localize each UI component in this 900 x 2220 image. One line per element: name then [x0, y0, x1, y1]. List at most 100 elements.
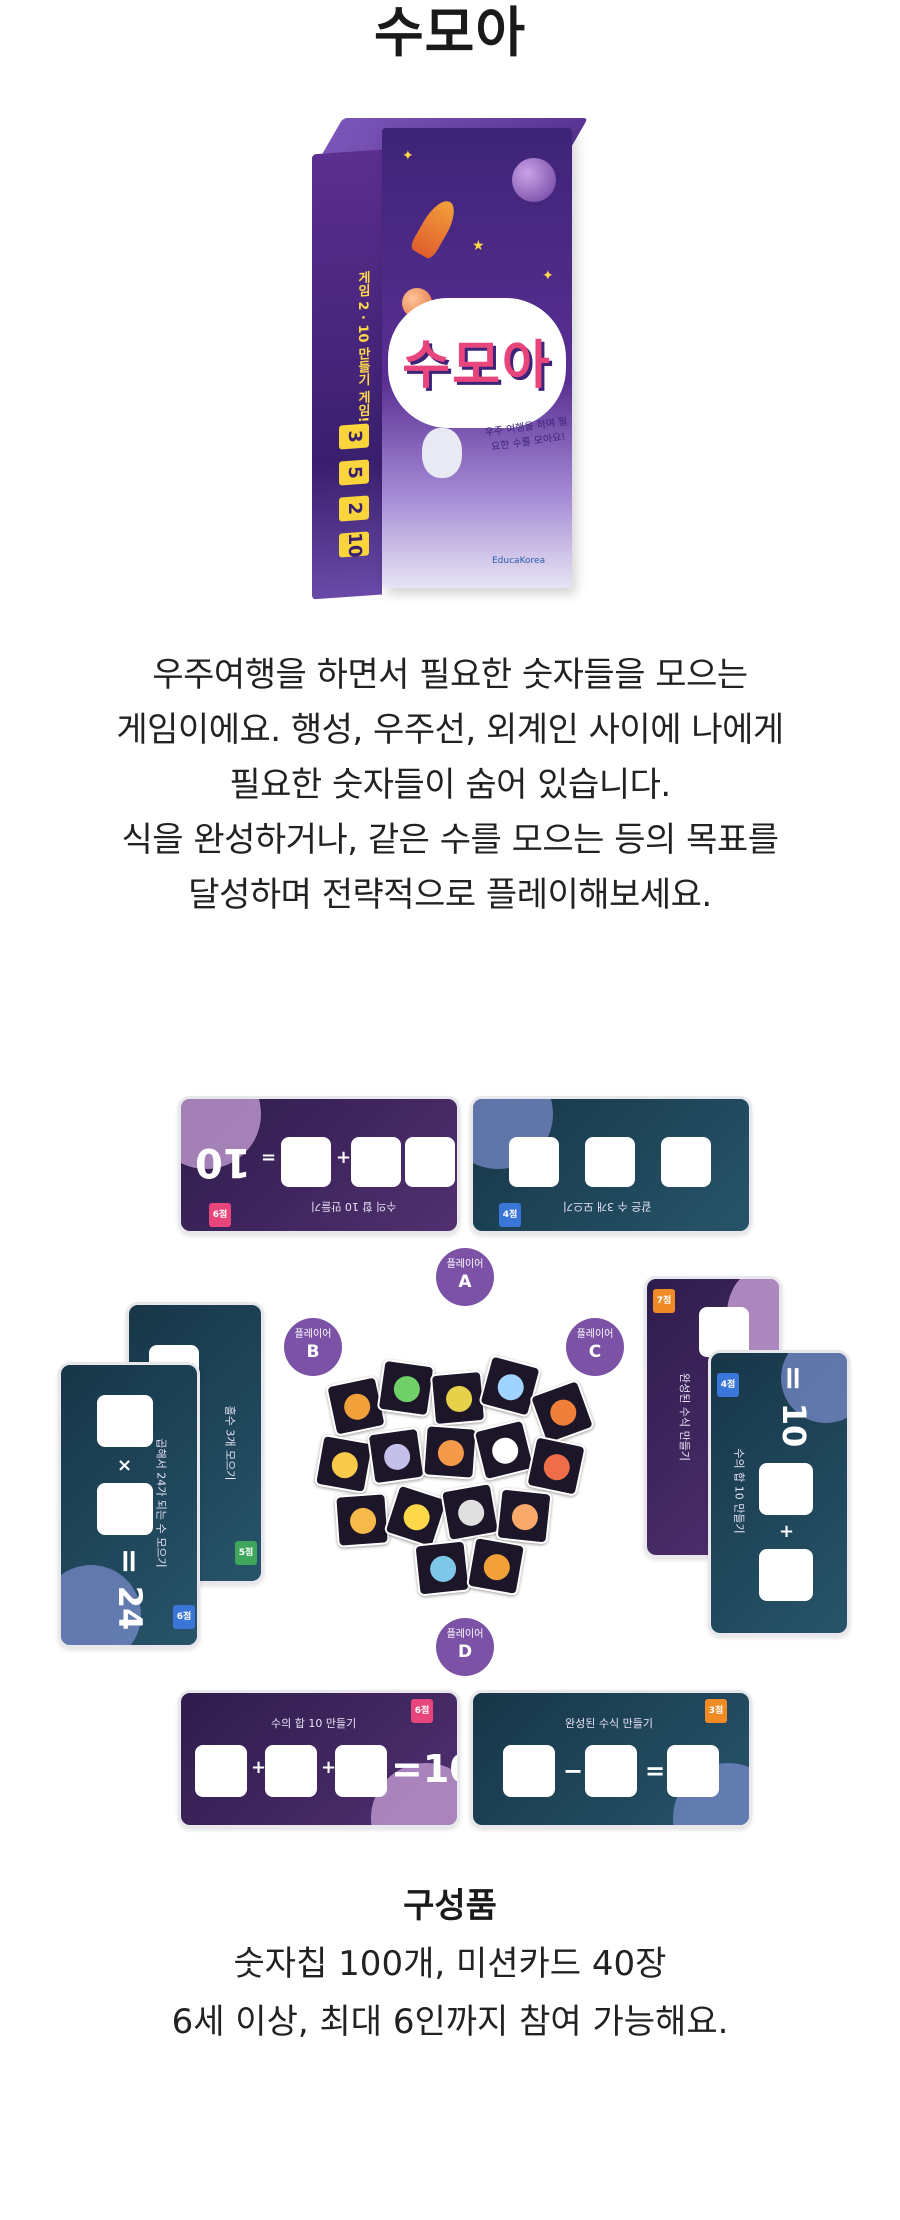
product-description: 우주여행을 하면서 필요한 숫자들을 모으는 게임이에요. 행성, 우주선, 외… [0, 648, 900, 923]
player-marker-b: 플레이어 B [284, 1318, 342, 1376]
number-chip [472, 1418, 536, 1482]
logo-cloud [388, 298, 566, 428]
number-slot [351, 1137, 401, 1187]
number-chip [495, 1487, 553, 1545]
player-letter: C [588, 1342, 602, 1362]
op-minus: − [563, 1757, 584, 1785]
box-side-face: 게임 2 · 10 만들기 게임! 3 5 2 10 [312, 149, 382, 600]
score-badge: 6점 [209, 1203, 231, 1227]
components-line: 6세 이상, 최대 6인까지 참여 가능해요. [171, 2002, 729, 2042]
player-letter: D [457, 1642, 473, 1662]
description-line: 식을 완성하거나, 같은 수를 모으는 등의 목표를 [121, 820, 779, 860]
card-caption: 완성된 수식 만들기 [677, 1373, 691, 1461]
player-label: 플레이어 [446, 1259, 484, 1270]
player-marker-a: 플레이어 A [436, 1248, 494, 1306]
star-icon: ★ [472, 238, 485, 254]
op-plus: + [779, 1521, 795, 1542]
number-chip [383, 1483, 449, 1549]
player-letter: B [306, 1342, 320, 1362]
number-chip [334, 1492, 390, 1548]
card-caption: 수의 합 10 만들기 [271, 1717, 357, 1730]
number-slot [97, 1483, 153, 1535]
number-slot [661, 1137, 711, 1187]
number-chip [439, 1481, 501, 1543]
card-caption: 완성된 수식 만들기 [565, 1717, 653, 1730]
card-result: 10 [195, 1139, 251, 1185]
number-chip [422, 1424, 478, 1480]
product-box-image: 게임 2 · 10 만들기 게임! 3 5 2 10 ✦ ✦ ★ ✦ 수모아 우… [300, 100, 600, 620]
eq-digit: 5 [339, 459, 369, 486]
eq-digit: 3 [339, 423, 369, 450]
mission-card-top-left: 10 = + + 수의 합 10 만들기 6점 [178, 1096, 460, 1234]
star-icon: ✦ [542, 268, 554, 284]
components-title: 구성품 [403, 1886, 497, 1926]
score-badge: 7점 [653, 1289, 675, 1313]
number-chip [313, 1433, 375, 1495]
description-line: 필요한 숫자들이 숨어 있습니다. [229, 765, 671, 805]
score-badge: 6점 [411, 1699, 433, 1723]
number-slot [585, 1137, 635, 1187]
op-plus: + [251, 1757, 267, 1778]
number-slot [503, 1745, 555, 1797]
box-logo: 수모아 [402, 336, 552, 396]
card-caption: 곱해서 24가 되는 수 모으기 [154, 1438, 168, 1568]
op-equals: = [645, 1757, 666, 1785]
score-badge: 4점 [499, 1203, 521, 1227]
number-chip [376, 1358, 436, 1418]
number-slot [759, 1549, 813, 1601]
player-marker-c: 플레이어 C [566, 1318, 624, 1376]
mission-card-top-right: 같은 수 3개 모으기 4점 [470, 1096, 752, 1234]
score-badge: 4점 [717, 1373, 739, 1397]
player-label: 플레이어 [294, 1329, 332, 1340]
number-slot [335, 1745, 387, 1797]
card-caption: 같은 수 3개 모으기 [563, 1200, 652, 1213]
card-caption: 수의 합 10 만들기 [732, 1448, 746, 1534]
mission-card-right-front: = 10 + 수의 합 10 만들기 4점 [708, 1350, 850, 1636]
penguin-astronaut-icon [422, 428, 462, 478]
box-front-face: ✦ ✦ ★ ✦ 수모아 우주 여행을 하며 필요한 수를 모아요! EducaK… [382, 128, 572, 588]
number-slot [585, 1745, 637, 1797]
number-chip [465, 1535, 527, 1597]
number-chip [366, 1426, 426, 1486]
mission-card-bottom-right: 완성된 수식 만들기 3점 − = [470, 1690, 752, 1828]
number-slot [667, 1745, 719, 1797]
eq-digit: 10 [339, 531, 369, 558]
op-plus: + [336, 1147, 352, 1168]
number-slot [759, 1463, 813, 1515]
planet-icon [512, 158, 556, 202]
op-equals: = [261, 1147, 277, 1168]
score-badge: 5점 [235, 1541, 257, 1565]
player-label: 플레이어 [576, 1329, 614, 1340]
star-icon: ✦ [402, 148, 414, 164]
rocket-icon [408, 195, 462, 261]
card-caption: 수의 합 10 만들기 [311, 1200, 397, 1213]
number-slot [509, 1137, 559, 1187]
number-slot [265, 1745, 317, 1797]
page-title: 수모아 [373, 1, 527, 64]
eq-digit: 2 [339, 495, 369, 522]
number-chip [413, 1539, 471, 1597]
op-plus: + [321, 1757, 337, 1778]
card-result: = 24 [111, 1547, 150, 1631]
player-marker-d: 플레이어 D [436, 1618, 494, 1676]
number-chip [525, 1435, 587, 1497]
description-line: 우주여행을 하면서 필요한 숫자들을 모으는 [152, 655, 748, 695]
score-badge: 6점 [173, 1605, 195, 1629]
description-line: 게임이에요. 행성, 우주선, 외계인 사이에 나에게 [116, 710, 784, 750]
score-badge: 3점 [705, 1699, 727, 1723]
number-slot [195, 1745, 247, 1797]
description-line: 달성하며 전략적으로 플레이해보세요. [188, 875, 712, 915]
mission-card-bottom-left: 수의 합 10 만들기 6점 + + =10 [178, 1690, 460, 1828]
mission-card-left-front: × = 24 곱해서 24가 되는 수 모으기 6점 [58, 1362, 200, 1648]
components-line: 숫자칩 100개, 미션카드 40장 [233, 1944, 667, 1984]
number-chip [429, 1369, 487, 1427]
card-result: =10 [391, 1747, 457, 1791]
number-slot [97, 1395, 153, 1447]
number-slot [405, 1137, 455, 1187]
player-label: 플레이어 [446, 1629, 484, 1640]
player-letter: A [458, 1272, 472, 1292]
op-multiply: × [117, 1455, 133, 1476]
box-side-equation: 3 5 2 10 [339, 421, 369, 561]
card-caption: 홀수 3개 모으기 [223, 1405, 237, 1481]
box-brand: EducaKorea [492, 556, 546, 566]
